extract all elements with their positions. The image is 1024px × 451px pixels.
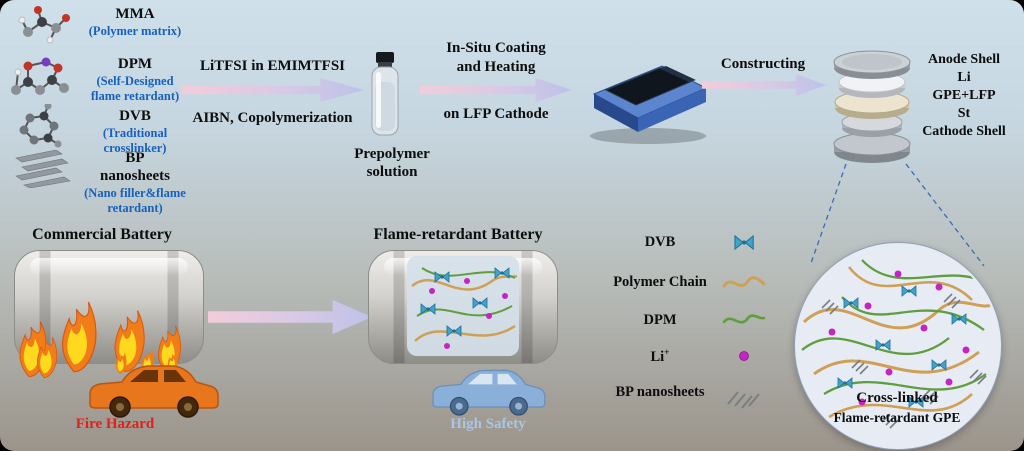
legend-label-li-ion: Li+ [650,348,670,365]
prepolymer-label-line2: solution [366,164,418,180]
zoom-title: Cross-linked [856,390,938,406]
stack-label-anode-shell: Anode Shell [928,52,1000,67]
material-bp-desc: (Nano filler&flame retardant) [84,186,186,215]
legend-label-bp-nanosheets: BP nanosheets [615,384,705,400]
dvb-structure-icon [19,104,62,148]
step3-label: Constructing [720,56,806,72]
stack-label-st: St [957,106,971,121]
zoom-subtitle: Flame-retardant GPE [833,410,961,425]
process-arrow-2 [420,78,572,102]
polymer-chain-icon [722,276,766,288]
material-bp-name: BP nanosheets [99,150,170,184]
material-dvb-desc: (Traditional crosslinker) [102,126,168,155]
legend-label-dvb: DVB [644,234,676,250]
gpe-network-pattern [411,267,518,349]
safe-car-icon [432,369,546,416]
flame-retardant-battery-title: Flame-retardant Battery [373,226,543,243]
step1-initiator-label: AIBN, Copolymerization [192,110,353,126]
step2-cathode-label: on LFP Cathode [443,106,549,122]
material-mma-name: MMA [115,6,155,22]
material-dvb-name: DVB [119,108,151,124]
commercial-battery-title: Commercial Battery [32,226,172,243]
dvb-crosslinker-icon [734,234,754,251]
coin-cell-stack-icon [833,50,911,163]
high-safety-label: High Safety [450,416,526,432]
battery-highlight [30,258,188,276]
stack-label-cathode-shell: Cathode Shell [922,124,1006,139]
fire-hazard-label: Fire Hazard [75,416,155,432]
gpe-network-window [407,256,519,356]
dpm-structure-icon [11,57,69,95]
prepolymer-vial-icon [371,52,399,136]
step2-label-line2: and Heating [456,59,536,75]
material-dpm-desc: (Self-Designed flame retardant) [90,74,180,103]
process-arrow-3 [702,74,826,96]
stack-label-li: Li [957,70,971,85]
legend-label-dpm: DPM [643,312,677,328]
flame-retardant-battery [368,250,558,364]
dpm-chain-icon [722,314,766,324]
li-ion-icon [739,351,749,361]
process-arrow-1 [182,78,364,102]
mma-structure-icon [18,6,70,44]
burning-car-icon [89,348,219,418]
bp-hatch-icon [727,391,760,409]
material-mma-desc: (Polymer matrix) [88,24,182,38]
stack-label-gpe-lfp: GPE+LFP [932,88,996,103]
gpe-zoom-network [801,259,995,429]
step1-reagent-label: LiTFSI in EMIMTFSI [199,58,346,74]
transition-arrow [208,300,372,334]
prepolymer-label-line1: Prepolymer [354,146,430,162]
step2-label-line1: In-Situ Coating [446,40,546,56]
material-dpm-name: DPM [117,56,153,72]
legend-label-polymer-chain: Polymer Chain [613,274,707,290]
coating-machine-icon [590,65,708,144]
bp-nanosheets-icon [15,150,71,188]
